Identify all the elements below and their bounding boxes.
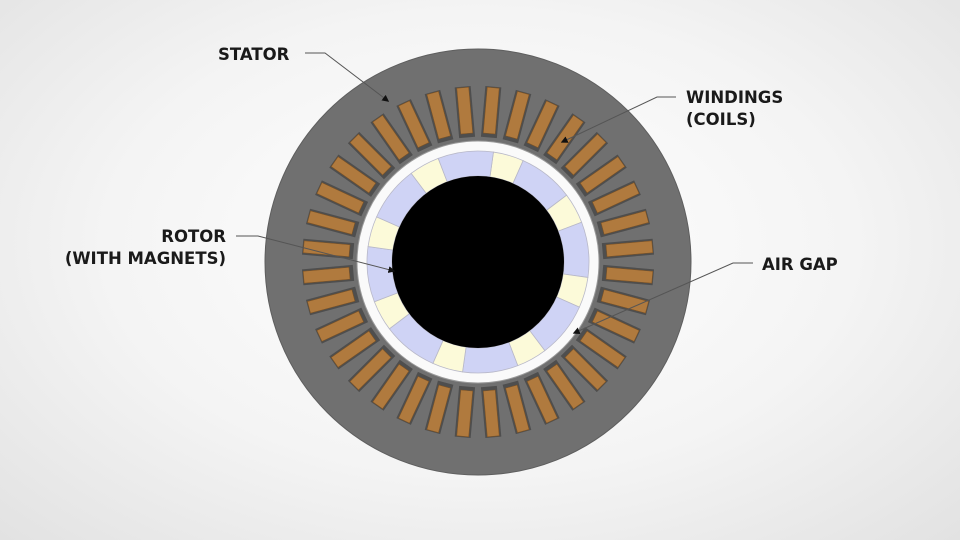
winding-coil <box>587 307 641 344</box>
coil <box>591 182 640 214</box>
coil <box>482 86 500 135</box>
coil <box>372 114 410 161</box>
coil <box>456 86 474 135</box>
winding-coil <box>424 89 454 144</box>
winding-coil <box>396 371 433 425</box>
coil <box>546 363 584 410</box>
winding-coil <box>601 264 655 286</box>
winding-coil <box>523 99 560 153</box>
coil <box>564 133 607 176</box>
coil <box>526 100 558 149</box>
coil <box>605 240 654 258</box>
coil <box>600 289 649 314</box>
rotor-label-line-2: (WITH MAGNETS) <box>64 249 226 268</box>
coil <box>505 91 530 140</box>
coil <box>505 384 530 433</box>
windings-leader <box>560 96 676 143</box>
winding-coil <box>502 89 532 144</box>
winding-coil <box>347 344 396 393</box>
winding-coil <box>305 208 360 238</box>
winding-coil <box>424 380 454 435</box>
winding-coil <box>596 208 651 238</box>
coil <box>526 375 558 424</box>
winding-coil <box>502 380 532 435</box>
coil <box>316 310 365 342</box>
leader-lines <box>236 52 753 334</box>
winding-coil <box>347 131 396 180</box>
winding-coil <box>315 180 369 217</box>
stator-label-line: STATOR <box>218 45 290 64</box>
rotor-core <box>392 176 564 348</box>
winding-coil <box>523 371 560 425</box>
coil <box>330 330 377 368</box>
coil <box>456 389 474 438</box>
coil <box>398 100 430 149</box>
winding-coil <box>396 99 433 153</box>
coil <box>398 375 430 424</box>
coil <box>579 156 626 194</box>
coil <box>591 310 640 342</box>
winding-coil <box>587 180 641 217</box>
coil <box>426 384 451 433</box>
windings-ring <box>301 85 655 439</box>
coil <box>302 266 351 284</box>
coil <box>605 266 654 284</box>
air-gap-label-line: AIR GAP <box>762 255 838 274</box>
winding-coil <box>301 264 355 286</box>
winding-coil <box>454 385 476 439</box>
windings-label-line-2: (COILS) <box>686 110 756 129</box>
winding-coil <box>315 307 369 344</box>
coil <box>307 210 356 235</box>
winding-coil <box>329 327 381 370</box>
coil <box>307 289 356 314</box>
winding-coil <box>454 85 476 139</box>
windings-label-line-1: WINDINGS <box>686 88 784 107</box>
winding-coil <box>560 131 609 180</box>
rotor-leader <box>236 235 396 273</box>
coil <box>349 133 392 176</box>
rotor-label-line-1: ROTOR <box>161 227 226 246</box>
winding-coil <box>480 385 502 439</box>
winding-coil <box>305 286 360 316</box>
coil <box>330 156 377 194</box>
coil <box>372 363 410 410</box>
coil <box>316 182 365 214</box>
air-gap-label: AIR GAP <box>762 254 838 276</box>
coil <box>302 240 351 258</box>
winding-coil <box>543 359 586 411</box>
winding-coil <box>575 154 627 197</box>
winding-coil <box>370 113 413 165</box>
windings-label: WINDINGS (COILS) <box>686 87 783 131</box>
coil <box>600 210 649 235</box>
winding-coil <box>601 238 655 260</box>
winding-coil <box>560 344 609 393</box>
coil <box>564 348 607 391</box>
air-gap-leader <box>572 262 753 334</box>
winding-coil <box>370 359 413 411</box>
coil <box>579 330 626 368</box>
winding-coil <box>596 286 651 316</box>
stator-label: STATOR <box>218 44 289 66</box>
winding-coil <box>480 85 502 139</box>
rotor-label: ROTOR (WITH MAGNETS) <box>48 226 226 270</box>
winding-coil <box>301 238 355 260</box>
coil <box>426 91 451 140</box>
winding-coil <box>575 327 627 370</box>
stator-leader <box>305 52 390 102</box>
winding-coil <box>329 154 381 197</box>
coil <box>482 389 500 438</box>
coil <box>349 348 392 391</box>
